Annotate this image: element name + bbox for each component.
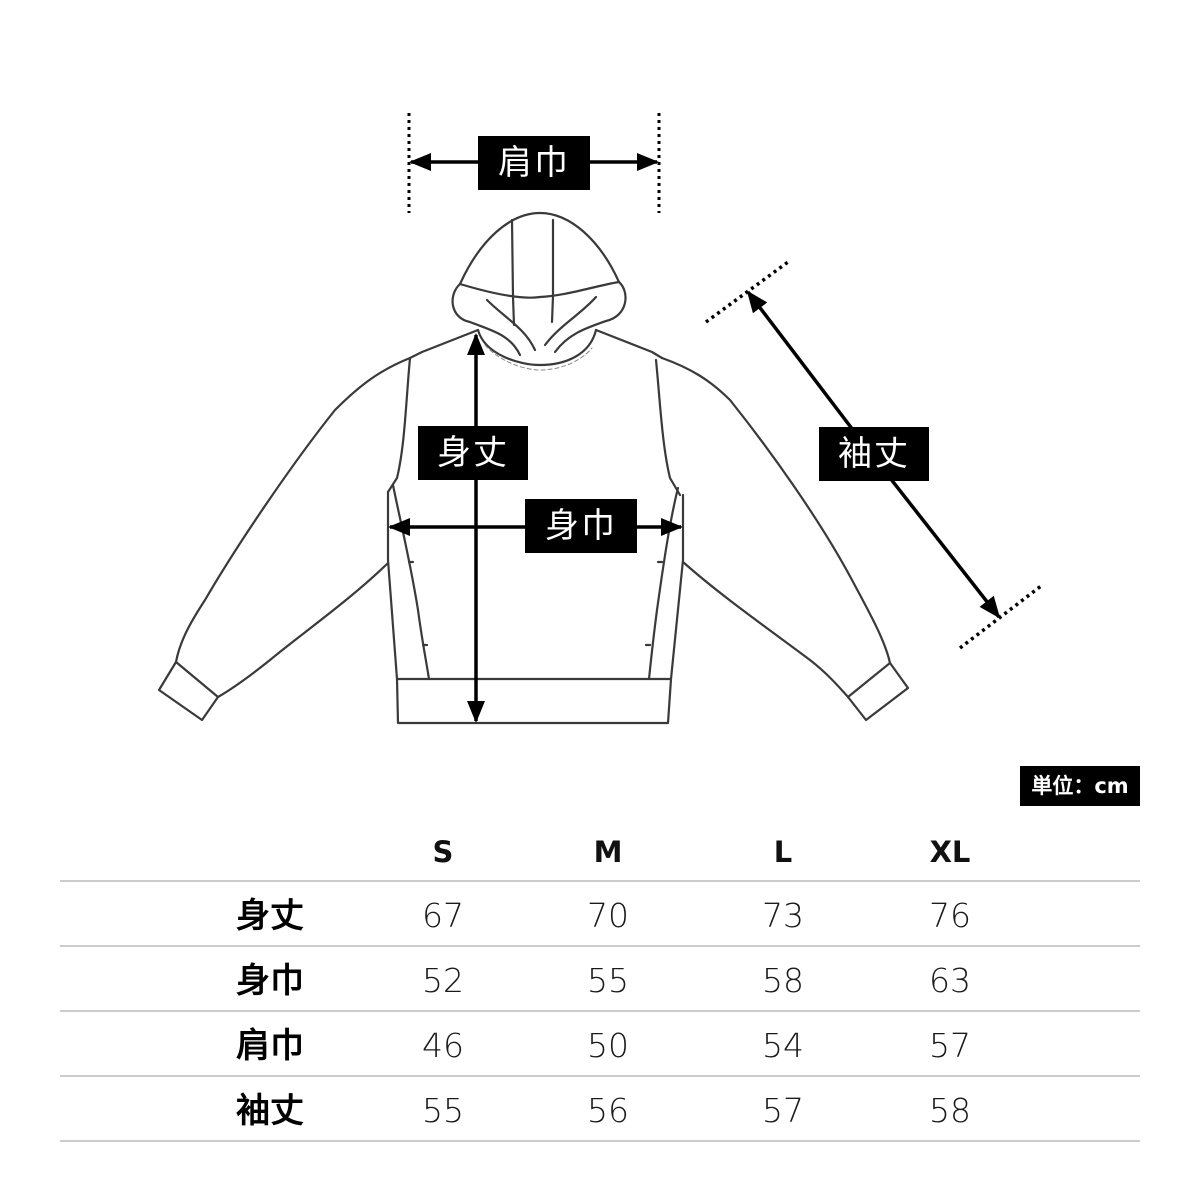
table-cell: 67 bbox=[422, 896, 464, 935]
table-cell: 57 bbox=[929, 1026, 971, 1065]
table-cell: 70 bbox=[587, 896, 629, 935]
table-cell: 56 bbox=[587, 1091, 629, 1130]
body-length-label: 身丈 bbox=[418, 426, 528, 480]
column-header-s: S bbox=[432, 835, 454, 869]
table-row: 肩巾 46 50 54 57 bbox=[60, 1010, 1140, 1075]
row-header: 身巾 bbox=[236, 961, 304, 1001]
unit-badge: 単位：cm bbox=[1020, 766, 1140, 806]
table-cell: 46 bbox=[422, 1026, 464, 1065]
table-cell: 73 bbox=[762, 896, 804, 935]
table-cell: 63 bbox=[929, 961, 971, 1000]
column-header-l: L bbox=[773, 835, 793, 869]
table-cell: 55 bbox=[422, 1091, 464, 1130]
table-row: 袖丈 55 56 57 58 bbox=[60, 1075, 1140, 1142]
row-header: 身丈 bbox=[236, 896, 304, 936]
row-header: 肩巾 bbox=[236, 1026, 304, 1066]
table-cell: 54 bbox=[762, 1026, 804, 1065]
size-table: S M L XL 身丈 67 70 73 76 身巾 52 55 58 63 肩… bbox=[60, 820, 1140, 1142]
table-cell: 76 bbox=[929, 896, 971, 935]
table-cell: 57 bbox=[762, 1091, 804, 1130]
table-cell: 55 bbox=[587, 961, 629, 1000]
table-row: 身丈 67 70 73 76 bbox=[60, 880, 1140, 945]
hoodie-illustration bbox=[157, 113, 1043, 725]
table-header-row: S M L XL bbox=[60, 820, 1140, 880]
table-cell: 58 bbox=[762, 961, 804, 1000]
chest-width-label: 身巾 bbox=[525, 499, 637, 553]
column-header-xl: XL bbox=[929, 835, 971, 869]
hoodie-measurement-diagram: 肩巾 身丈 身巾 袖丈 bbox=[157, 113, 1043, 725]
table-cell: 50 bbox=[587, 1026, 629, 1065]
table-row: 身巾 52 55 58 63 bbox=[60, 945, 1140, 1010]
column-header-m: M bbox=[593, 835, 623, 869]
table-cell: 52 bbox=[422, 961, 464, 1000]
hoodie-outline bbox=[157, 211, 910, 725]
table-cell: 58 bbox=[929, 1091, 971, 1130]
shoulder-width-measure bbox=[407, 113, 661, 213]
row-header: 袖丈 bbox=[236, 1091, 304, 1131]
sleeve-length-label: 袖丈 bbox=[819, 427, 929, 481]
shoulder-width-label: 肩巾 bbox=[478, 136, 590, 190]
